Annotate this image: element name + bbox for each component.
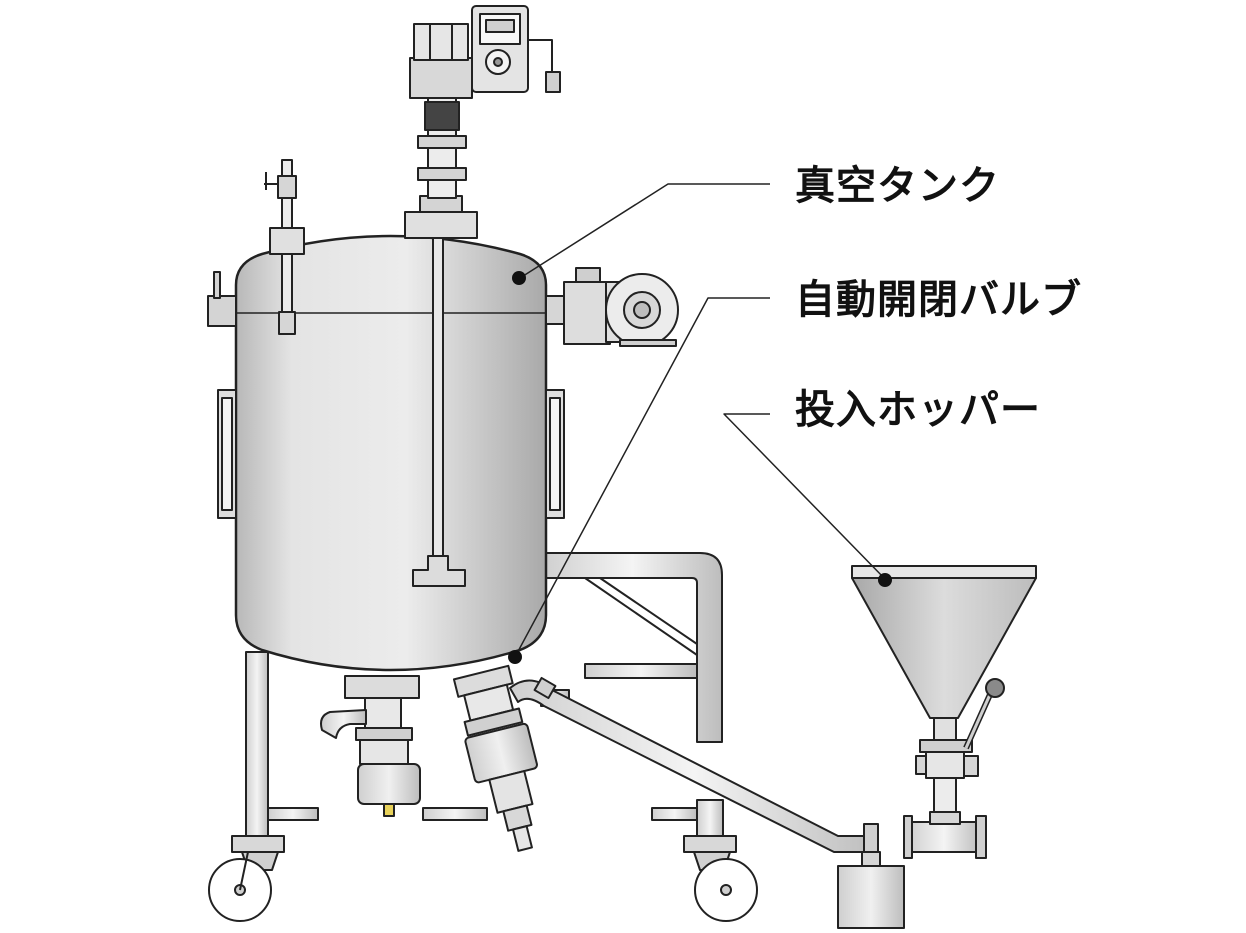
feed-hopper: [851, 565, 1037, 819]
auto-valve-assembly: [452, 664, 538, 852]
label-auto-valve: 自動開閉バルブ: [795, 277, 1082, 323]
bottom-outlet: [320, 675, 421, 817]
left-lug: [207, 295, 237, 327]
right-sight-window: [545, 389, 565, 519]
label-hopper: 投入ホッパー: [795, 387, 1041, 433]
feed-pump: [837, 865, 905, 929]
agitator-shaft: [432, 237, 444, 565]
left-probe: [264, 159, 305, 335]
label-vacuum-tank: 真空タンク: [795, 163, 1000, 209]
hopper-tee: [861, 811, 987, 867]
tank-legs: [245, 651, 724, 839]
transfer-pipe: [509, 679, 879, 853]
tank-pointer-dot: [512, 271, 526, 285]
agitator-paddle: [412, 555, 466, 587]
left-sight-window: [217, 389, 237, 519]
agitator-column: [404, 23, 478, 239]
vacuum-pump: [545, 267, 679, 347]
leader-lines: [514, 183, 887, 658]
right-caster: [683, 835, 758, 922]
left-caster: [208, 835, 285, 922]
controller-box: [471, 5, 561, 93]
valve-pointer-dot: [508, 650, 522, 664]
hopper-pointer-dot: [878, 573, 892, 587]
